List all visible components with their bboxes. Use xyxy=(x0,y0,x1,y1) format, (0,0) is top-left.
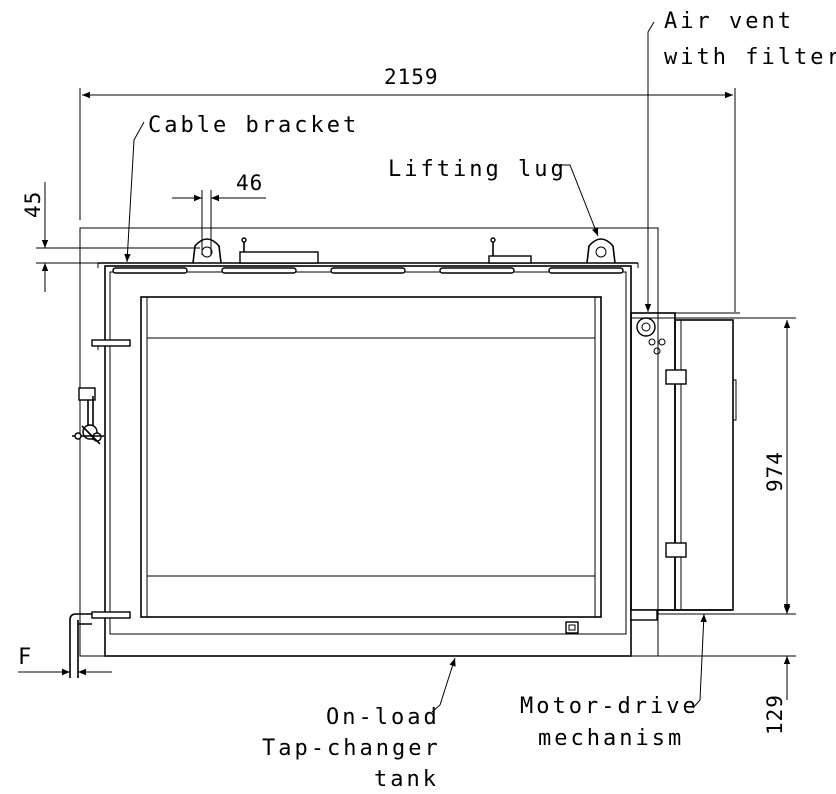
air-vent-label-line1: Air vent xyxy=(664,9,794,34)
motor-drive-label-line1: Motor-drive xyxy=(520,694,699,719)
leader-lines xyxy=(124,21,707,713)
lifting-lug-label: Lifting lug xyxy=(388,157,567,182)
tank-inner-panel xyxy=(140,296,602,634)
tank-label-line2: Tap-changer xyxy=(262,736,441,761)
left-side-hardware xyxy=(69,339,131,678)
right-lifting-lug xyxy=(586,238,616,264)
bracket-spacing-value: 46 xyxy=(236,171,263,195)
air-vent-label-line2: with filter xyxy=(664,45,836,70)
bottom-offset-dimension: 129 xyxy=(640,585,796,735)
tank-label-line3: tank xyxy=(374,767,439,792)
drive-height-dimension: 974 xyxy=(657,317,796,615)
flange-label: F xyxy=(18,645,34,670)
flange-dimension: F xyxy=(18,645,112,676)
cable-bracket-slots xyxy=(112,267,624,274)
tap-changer-tank xyxy=(79,227,659,657)
top-offset-dimension: 45 xyxy=(21,182,200,292)
left-lifting-lug xyxy=(192,238,222,264)
top-features xyxy=(192,237,616,264)
motor-drive-mechanism xyxy=(630,312,740,621)
tank-label-line1: On-load xyxy=(326,705,440,730)
drive-height-value: 974 xyxy=(763,451,787,492)
motor-drive-label-line2: mechanism xyxy=(538,726,684,751)
overall-width-value: 2159 xyxy=(384,65,439,89)
bracket-spacing-dimension: 46 xyxy=(172,171,266,255)
top-offset-value: 45 xyxy=(21,191,45,218)
overall-width-dimension: 2159 xyxy=(79,65,736,312)
bottom-offset-value: 129 xyxy=(763,694,787,735)
cable-bracket-label: Cable bracket xyxy=(148,113,359,138)
